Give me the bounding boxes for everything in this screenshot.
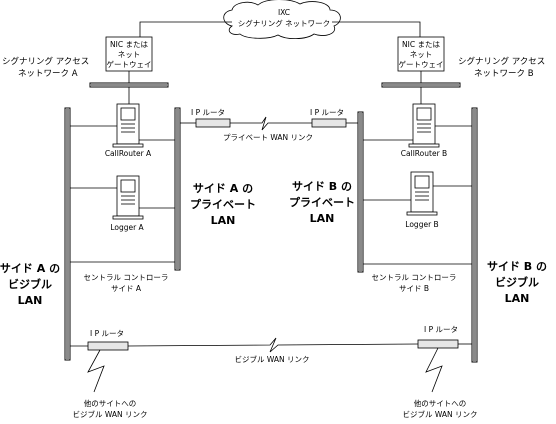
private-lan-b-line2: プライベート bbox=[289, 195, 355, 209]
nic-left-line1: NIC または bbox=[110, 40, 148, 49]
ip-router-top-left bbox=[180, 118, 231, 128]
ip-router-top-right bbox=[311, 118, 358, 128]
access-network-a-bar bbox=[89, 71, 169, 104]
private-wan-link bbox=[230, 116, 312, 131]
access-a-line2: ネットワーク A bbox=[18, 69, 78, 79]
ip-router-bottom-left bbox=[70, 341, 129, 351]
logger-b-label: Logger B bbox=[405, 220, 438, 229]
visible-lan-b-line1: サイド B の bbox=[487, 260, 547, 273]
access-a-line1: シグナリング アクセス bbox=[2, 56, 89, 67]
visible-lan-a-line3: LAN bbox=[18, 294, 43, 307]
private-lan-a-line3: LAN bbox=[211, 214, 236, 227]
visible-lan-a-line2: ビジブル bbox=[8, 277, 52, 291]
controller-a-line1: セントラル コントローラ bbox=[84, 273, 169, 282]
visible-wan-label: ビジブル WAN リンク bbox=[234, 354, 309, 364]
other-sites-left-line1: 他のサイトへの bbox=[84, 398, 137, 408]
ixc-cloud: IXC シグナリング ネットワーク bbox=[223, 0, 341, 40]
ip-router-bottom-right bbox=[417, 339, 472, 349]
logger-a-label: Logger A bbox=[110, 223, 144, 232]
visible-lan-b-line3: LAN bbox=[505, 292, 530, 305]
private-lan-b-line1: サイド B の bbox=[292, 180, 352, 193]
access-network-b-bar bbox=[381, 71, 461, 104]
private-lan-a-line2: プライベート bbox=[190, 197, 256, 211]
cloud-subtitle: シグナリング ネットワーク bbox=[238, 18, 330, 28]
logger-a-server bbox=[112, 175, 144, 220]
other-sites-right-line2: ビジブル WAN リンク bbox=[402, 409, 477, 419]
private-lan-b-line3: LAN bbox=[310, 212, 335, 225]
nic-gateway-left: NIC または ネット ゲートウェイ bbox=[105, 36, 153, 72]
lightning-left bbox=[87, 349, 105, 393]
other-sites-left-line2: ビジブル WAN リンク bbox=[72, 409, 147, 419]
cloud-link-left bbox=[139, 21, 232, 37]
nic-right-line3: ゲートウェイ bbox=[399, 60, 444, 69]
visible-wan-link bbox=[127, 337, 419, 353]
callrouter-b-server bbox=[408, 103, 440, 148]
nic-left-line3: ゲートウェイ bbox=[107, 60, 152, 69]
private-wan-label: プライベート WAN リンク bbox=[223, 133, 313, 142]
controller-a-line2: サイド A bbox=[111, 284, 142, 293]
lightning-right bbox=[425, 347, 443, 393]
private-lan-a-bar bbox=[174, 107, 181, 271]
cloud-link-right bbox=[332, 21, 421, 37]
nic-gateway-right: NIC または ネット ゲートウェイ bbox=[397, 36, 445, 72]
router-top-left-label: I P ルータ bbox=[191, 108, 225, 117]
nic-right-line1: NIC または bbox=[402, 40, 440, 49]
callrouter-b-label: CallRouter B bbox=[401, 149, 447, 158]
access-b-line1: シグナリング アクセス bbox=[458, 56, 545, 67]
callrouter-a-server bbox=[112, 103, 144, 148]
visible-lan-b-bar bbox=[471, 107, 478, 363]
router-bottom-right-label: I P ルータ bbox=[424, 325, 458, 334]
access-b-line2: ネットワーク B bbox=[474, 69, 534, 79]
router-top-right-label: I P ルータ bbox=[310, 108, 344, 117]
nic-right-line2: ネット bbox=[410, 50, 433, 59]
cloud-title: IXC bbox=[278, 8, 290, 17]
controller-b-line2: サイド B bbox=[399, 284, 429, 293]
other-sites-right-line1: 他のサイトへの bbox=[414, 398, 467, 408]
nic-left-line2: ネット bbox=[118, 50, 141, 59]
private-lan-b-bar bbox=[357, 111, 364, 273]
logger-b-server bbox=[406, 171, 438, 216]
controller-b-line1: セントラル コントローラ bbox=[372, 273, 457, 282]
callrouter-a-label: CallRouter A bbox=[105, 149, 152, 158]
private-lan-a-line1: サイド A の bbox=[193, 182, 253, 195]
visible-lan-b-line2: ビジブル bbox=[495, 275, 539, 289]
router-bottom-left-label: I P ルータ bbox=[90, 329, 124, 338]
visible-lan-a-bar bbox=[64, 107, 71, 361]
visible-lan-a-line1: サイド A の bbox=[0, 262, 60, 275]
